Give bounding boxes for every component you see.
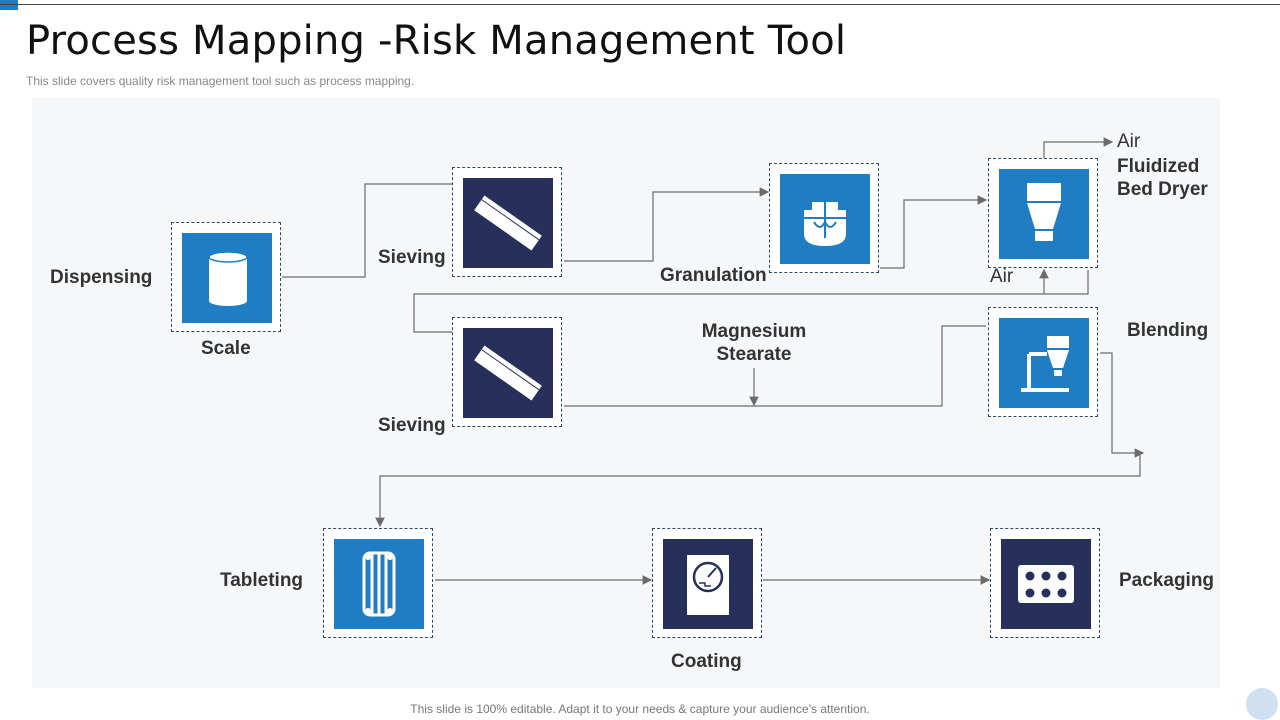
label-packaging: Packaging [1119,570,1215,591]
cylinder-icon [208,251,248,306]
blender-icon [1021,336,1069,392]
sieve-icon [474,195,542,251]
label-coating: Coating [671,651,742,672]
blending-node[interactable] [988,307,1098,417]
label-scale: Scale [201,338,251,359]
packaging-node[interactable] [990,528,1100,638]
label-tableting: Tableting [220,570,304,591]
hopper-icon [1027,183,1061,241]
blister-pack-icon [1018,565,1074,603]
granulation-node[interactable] [769,163,879,273]
footer-note: This slide is 100% editable. Adapt it to… [410,702,870,716]
top-rule [0,4,1280,5]
sieving-2-node[interactable] [452,317,562,427]
tablet-press-icon [362,551,396,617]
label-stearate: Stearate [716,344,792,365]
page-title: Process Mapping -Risk Management Tool [26,18,847,64]
fluid-bed-dryer-node[interactable] [988,158,1098,268]
label-fluidized: Fluidized [1117,156,1200,177]
label-sieving-2: Sieving [378,415,446,436]
corner-decoration [1246,688,1278,720]
sieve-icon [474,345,542,401]
label-dispensing: Dispensing [50,267,153,288]
granulator-icon [800,184,850,246]
sieving-1-node[interactable] [452,167,562,277]
label-air-out: Air [1117,131,1141,152]
label-granulation: Granulation [660,265,767,286]
tableting-node[interactable] [323,528,433,638]
label-bed-dryer: Bed Dryer [1117,179,1208,200]
coating-pan-icon [687,555,729,615]
top-accent-bar [0,0,18,10]
page-subtitle: This slide covers quality risk managemen… [26,74,415,88]
label-magnesium: Magnesium [701,321,807,342]
scale-node[interactable] [171,222,281,332]
label-blending: Blending [1127,320,1209,341]
label-sieving-1: Sieving [378,247,446,268]
label-air-in: Air [990,266,1014,287]
coating-node[interactable] [652,528,762,638]
